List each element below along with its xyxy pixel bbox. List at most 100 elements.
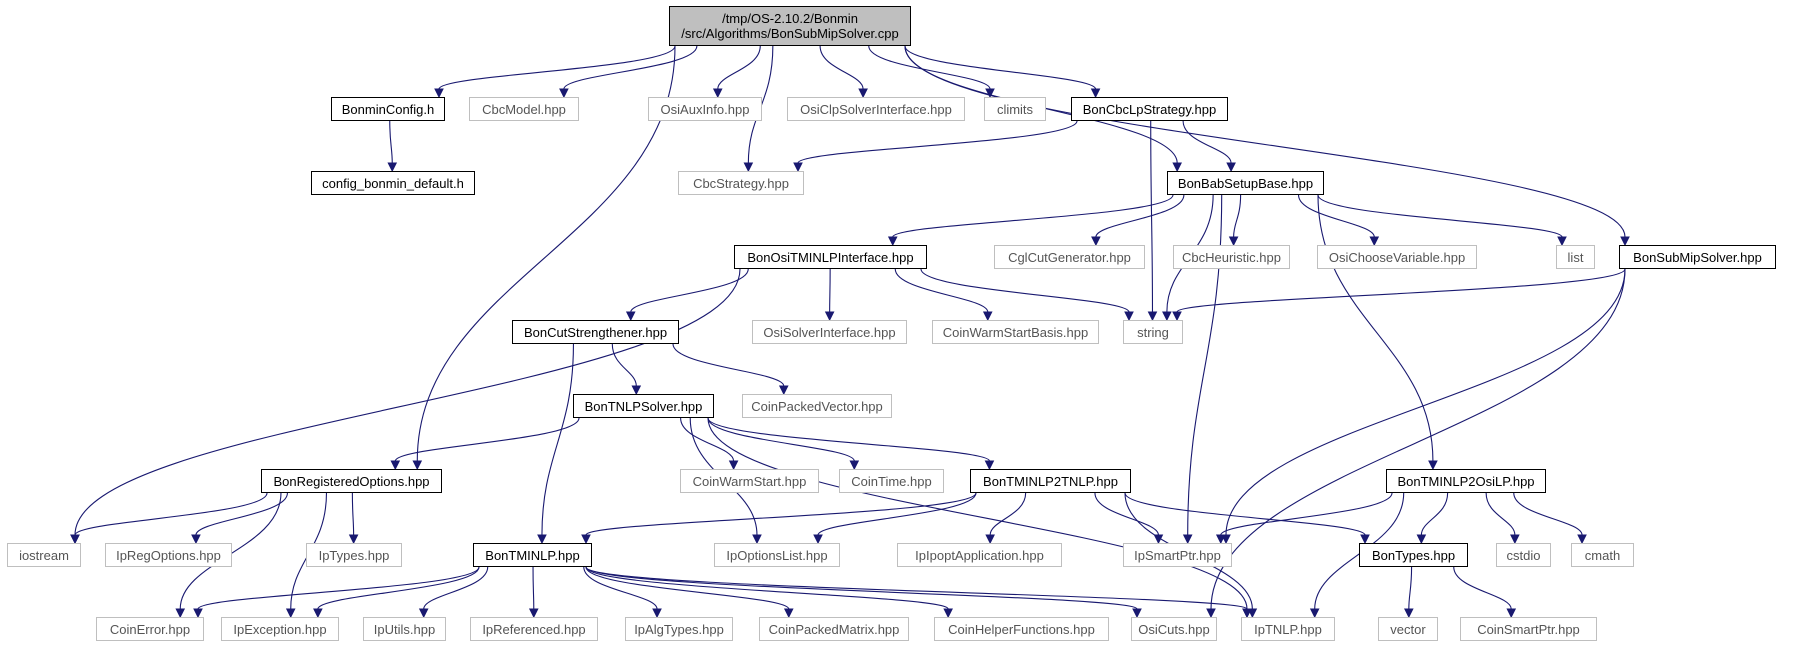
- node-bonregisteredoptions-hpp[interactable]: BonRegisteredOptions.hpp: [261, 469, 442, 493]
- root-path-line1: /tmp/OS-2.10.2/Bonmin: [722, 11, 858, 26]
- arrowhead-BonTNLPSolver-to-CoinWarmStart: [728, 460, 739, 471]
- node-bontminlp2tnlp-hpp[interactable]: BonTMINLP2TNLP.hpp: [970, 469, 1131, 493]
- arrowhead-BonRegisteredOptions-to-iostream: [70, 534, 80, 545]
- arrowhead-BonTNLPSolver-to-IpOptionsList: [752, 534, 762, 545]
- arrowhead-BonTNLPSolver-to-BonRegisteredOptions: [390, 460, 401, 471]
- node-osiclpsolverinterface-hpp: OsiClpSolverInterface.hpp: [787, 97, 965, 121]
- edge-BonTMINLP2OsiLP-to-IpSmartPtr: [1220, 492, 1393, 536]
- edge-BonTMINLP-to-IpAlgTypes: [583, 566, 658, 610]
- arrowhead-root-to-OsiClpSolverInterface: [858, 88, 868, 99]
- edge-BonOsiTMINLPInterface-to-CoinWarmStartBasis: [894, 268, 989, 313]
- arrowhead-BonSubMipSolver-to-OsiCuts: [1206, 608, 1216, 619]
- node-bontypes-hpp[interactable]: BonTypes.hpp: [1359, 543, 1468, 567]
- arrowhead-BonTMINLP-to-CoinHelperFunctions: [943, 608, 953, 619]
- node-iptnlp-hpp: IpTNLP.hpp: [1241, 617, 1335, 641]
- edge-BonTMINLP2TNLP-to-IpOptionsList: [817, 492, 977, 536]
- edge-BonBabSetupBase-to-CglCutGenerator: [1095, 194, 1185, 238]
- node-ipipoptapplication-hpp: IpIpoptApplication.hpp: [897, 543, 1062, 567]
- node-cointime-hpp: CoinTime.hpp: [839, 469, 944, 493]
- edge-BonCbcLpStrategy-to-string: [1150, 120, 1154, 313]
- node-iptypes-hpp: IpTypes.hpp: [306, 543, 402, 567]
- node-bonminconfig-h[interactable]: BonminConfig.h: [331, 97, 445, 121]
- arrowhead-BonBabSetupBase-to-IpSmartPtr: [1182, 534, 1193, 545]
- edge-BonTMINLP2OsiLP-to-BonTypes: [1420, 492, 1449, 536]
- arrowhead-root-to-BonSubMipSolver: [1620, 236, 1630, 247]
- node-osicuts-hpp: OsiCuts.hpp: [1131, 617, 1217, 641]
- arrowhead-root-to-BonminConfig: [434, 88, 444, 99]
- edge-BonRegisteredOptions-to-IpRegOptions: [195, 492, 288, 536]
- arrowhead-BonTMINLP2OsiLP-to-cmath: [1577, 534, 1587, 545]
- node-coinhelperfunctions-hpp: CoinHelperFunctions.hpp: [934, 617, 1109, 641]
- arrowhead-BonSubMipSolver-to-string: [1172, 311, 1182, 322]
- arrowhead-BonCutStrengthener-to-BonTMINLP: [537, 534, 547, 545]
- node-bonbabsetupbase-hpp[interactable]: BonBabSetupBase.hpp: [1167, 171, 1324, 195]
- arrowhead-BonTMINLP2TNLP-to-BonTMINLP: [581, 534, 591, 545]
- edge-BonSubMipSolver-to-IpSmartPtr: [1225, 268, 1626, 536]
- arrowhead-BonTMINLP-to-IpAlgTypes: [652, 608, 662, 619]
- node-cbcheuristic-hpp: CbcHeuristic.hpp: [1173, 245, 1290, 269]
- edge-BonTMINLP-to-OsiCuts: [585, 566, 1138, 610]
- arrowhead-BonRegisteredOptions-to-IpTypes: [348, 534, 359, 545]
- edge-BonTMINLP2OsiLP-to-cmath: [1513, 492, 1583, 536]
- arrowhead-BonTMINLP2TNLP-to-IpIpoptApplication: [985, 534, 995, 545]
- arrowhead-BonTMINLP-to-IpUtils: [418, 608, 429, 619]
- node-iostream: iostream: [7, 543, 81, 567]
- arrowhead-BonTypes-to-vector: [1404, 608, 1414, 619]
- edge-BonTypes-to-vector: [1408, 566, 1413, 610]
- edge-BonTNLPSolver-to-CoinWarmStart: [680, 417, 735, 462]
- edge-BonTMINLP-to-CoinHelperFunctions: [585, 566, 949, 610]
- edge-BonTMINLP-to-CoinError: [197, 566, 480, 610]
- arrowhead-BonCutStrengthener-to-BonTNLPSolver: [631, 385, 642, 396]
- arrowhead-root-to-CbcStrategy: [743, 162, 754, 173]
- node-iputils-hpp: IpUtils.hpp: [363, 617, 446, 641]
- edge-root-to-OsiAuxInfo: [717, 45, 761, 90]
- node-coinwarmstart-hpp: CoinWarmStart.hpp: [680, 469, 819, 493]
- node-bonsubmipsolver-hpp[interactable]: BonSubMipSolver.hpp: [1619, 245, 1776, 269]
- edge-BonTMINLP2TNLP-to-IpIpoptApplication: [989, 492, 1027, 536]
- node-boncbclpstrategy-hpp[interactable]: BonCbcLpStrategy.hpp: [1071, 97, 1228, 121]
- edge-BonCbcLpStrategy-to-BonBabSetupBase: [1182, 120, 1232, 164]
- arrowhead-BonTMINLP2OsiLP-to-IpSmartPtr: [1215, 534, 1226, 545]
- arrowhead-BonTMINLP-to-CoinPackedMatrix: [783, 608, 794, 619]
- edge-BonBabSetupBase-to-OsiChooseVariable: [1297, 194, 1375, 238]
- node-cbcmodel-hpp: CbcModel.hpp: [469, 97, 579, 121]
- node-osiauxinfo-hpp: OsiAuxInfo.hpp: [648, 97, 762, 121]
- node-boncutstrengthener-hpp[interactable]: BonCutStrengthener.hpp: [512, 320, 679, 344]
- arrowhead-BonBabSetupBase-to-CglCutGenerator: [1091, 236, 1101, 247]
- node-osichoosevariable-hpp: OsiChooseVariable.hpp: [1317, 245, 1477, 269]
- node-osisolverinterface-hpp: OsiSolverInterface.hpp: [752, 320, 907, 344]
- edge-BonTMINLP-to-IpException: [317, 566, 480, 610]
- node-bonositminlpinterface-hpp[interactable]: BonOsiTMINLPInterface.hpp: [734, 245, 927, 269]
- arrowhead-BonminConfig-to-config_bonmin_default: [387, 162, 398, 173]
- arrowhead-BonTMINLP2TNLP-to-IpOptionsList: [813, 534, 823, 545]
- node-cglcutgenerator-hpp: CglCutGenerator.hpp: [994, 245, 1145, 269]
- node-ipreferenced-hpp: IpReferenced.hpp: [470, 617, 598, 641]
- arrowhead-root-to-BonBabSetupBase: [1172, 162, 1182, 173]
- node-config-bonmin-default-h[interactable]: config_bonmin_default.h: [311, 171, 475, 195]
- arrowhead-BonTNLPSolver-to-BonTMINLP2TNLP: [984, 460, 995, 471]
- edge-BonminConfig-to-config_bonmin_default: [389, 120, 393, 164]
- node-vector: vector: [1378, 617, 1438, 641]
- edge-root-to-BonSubMipSolver: [904, 45, 1626, 238]
- edge-BonOsiTMINLPInterface-to-OsiSolverInterface: [829, 268, 831, 313]
- arrowhead-BonCutStrengthener-to-CoinPackedVector: [778, 385, 789, 396]
- arrowhead-BonBabSetupBase-to-CbcHeuristic: [1228, 236, 1239, 247]
- node-bontminlp-hpp[interactable]: BonTMINLP.hpp: [473, 543, 592, 567]
- arrowhead-BonCbcLpStrategy-to-CbcStrategy: [793, 162, 803, 173]
- edge-BonCutStrengthener-to-BonTNLPSolver: [611, 343, 637, 387]
- arrowhead-BonTMINLP2OsiLP-to-IpTNLP: [1309, 608, 1320, 619]
- node-root-file[interactable]: /tmp/OS-2.10.2/Bonmin /src/Algorithms/Bo…: [669, 6, 911, 46]
- edge-BonTNLPSolver-to-BonRegisteredOptions: [394, 417, 580, 462]
- node-list: list: [1556, 245, 1595, 269]
- node-ipregoptions-hpp: IpRegOptions.hpp: [105, 543, 232, 567]
- node-bontnlpsolver-hpp[interactable]: BonTNLPSolver.hpp: [573, 394, 714, 418]
- arrowhead-BonTMINLP-to-IpReferenced: [528, 608, 539, 619]
- node-bontminlp2osilp-hpp[interactable]: BonTMINLP2OsiLP.hpp: [1386, 469, 1546, 493]
- arrowhead-root-to-CbcModel: [559, 88, 569, 99]
- arrowhead-BonTMINLP2TNLP-to-BonTypes: [1360, 534, 1370, 545]
- node-ipoptionslist-hpp: IpOptionsList.hpp: [714, 543, 840, 567]
- edge-BonOsiTMINLPInterface-to-string: [920, 268, 1130, 313]
- edge-BonOsiTMINLPInterface-to-iostream: [74, 268, 741, 536]
- edge-BonSubMipSolver-to-string: [1176, 268, 1626, 313]
- edge-root-to-BonminConfig: [438, 45, 676, 90]
